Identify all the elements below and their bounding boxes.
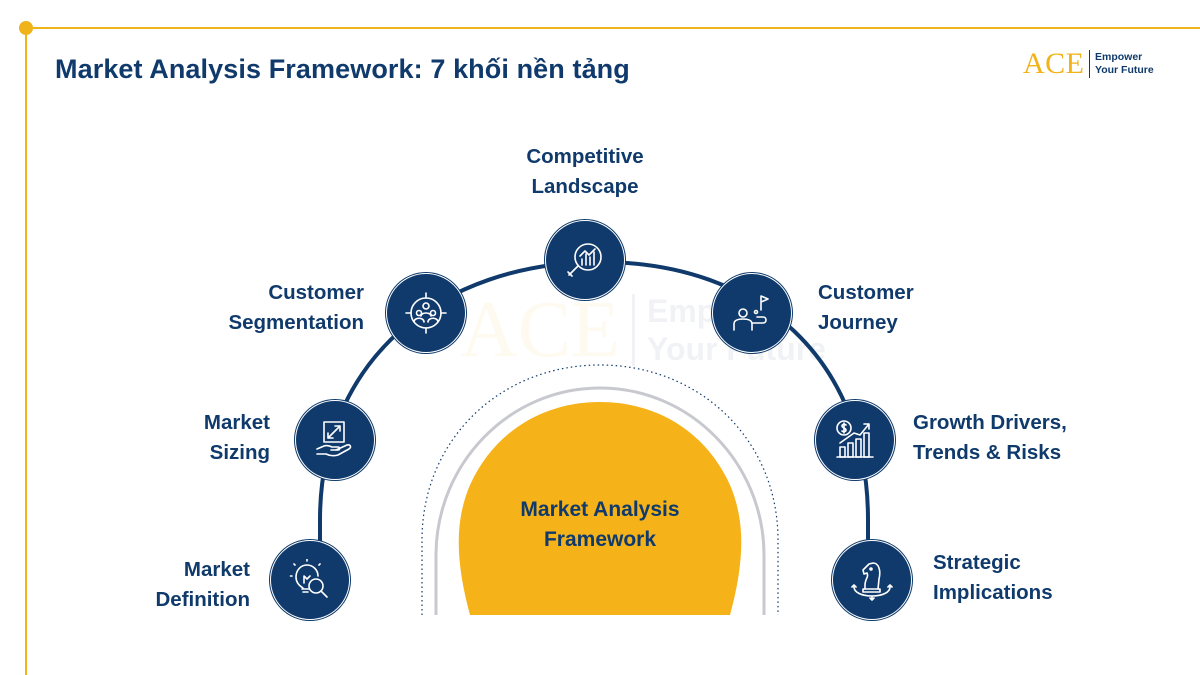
- chess-knight-icon: [851, 562, 893, 601]
- frame-left-line: [25, 27, 27, 675]
- logo-tagline: Empower Your Future: [1095, 51, 1154, 76]
- target-group-icon: [405, 292, 447, 334]
- node-market-definition[interactable]: [270, 540, 350, 620]
- label-competitive-landscape: Competitive Landscape: [526, 145, 644, 198]
- chart-magnifier-icon: [567, 243, 602, 277]
- center-semicircle: [458, 402, 742, 615]
- page-title: Market Analysis Framework: 7 khối nền tả…: [55, 54, 630, 84]
- person-path-flag-icon: [733, 295, 769, 331]
- ace-logo: ACE Empower Your Future: [1023, 48, 1154, 80]
- label-market-definition: Market Definition: [155, 558, 250, 611]
- inner-grey-arc: [434, 386, 766, 615]
- node-growth-drivers[interactable]: [815, 400, 895, 480]
- node-customer-segmentation[interactable]: [386, 273, 466, 353]
- watermark-mark: ACE: [460, 286, 620, 374]
- logo-divider: [1088, 50, 1090, 78]
- center-label: Market Analysis Framework: [520, 498, 680, 551]
- label-market-sizing: Market Sizing: [203, 411, 270, 464]
- label-customer-segmentation: Customer Segmentation: [228, 281, 364, 334]
- lightbulb-magnifier-icon: [289, 559, 328, 598]
- frame-top-line: [25, 27, 1200, 29]
- inner-dotted-arc: [421, 364, 779, 615]
- node-strategic-implications[interactable]: [832, 540, 912, 620]
- node-competitive-landscape[interactable]: [545, 220, 625, 300]
- label-growth-drivers: Growth Drivers, Trends & Risks: [913, 411, 1067, 464]
- label-customer-journey: Customer Journey: [818, 281, 914, 334]
- hand-resize-icon: [316, 421, 352, 457]
- label-strategic-implications: Strategic Implications: [933, 551, 1053, 604]
- frame-corner-dot: [19, 21, 33, 35]
- node-market-sizing[interactable]: [295, 400, 375, 480]
- logo-mark: ACE: [1023, 47, 1085, 80]
- dollar-growth-chart-icon: [836, 420, 874, 458]
- node-customer-journey[interactable]: [712, 273, 792, 353]
